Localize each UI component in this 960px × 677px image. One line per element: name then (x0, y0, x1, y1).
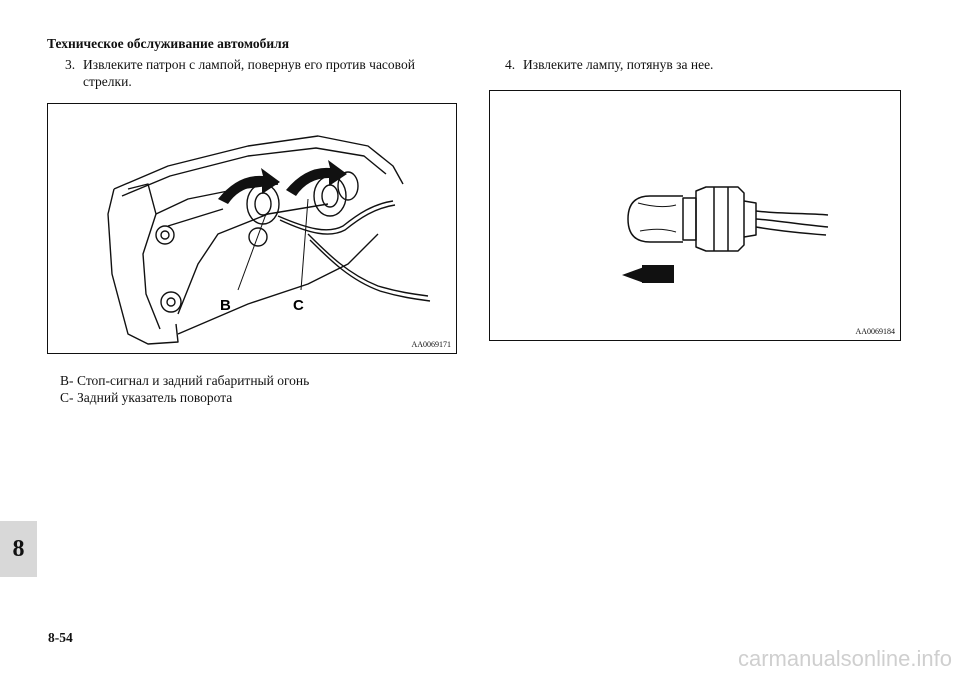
step-3: 3. Извлеките патрон с лампой, повернув ег… (65, 56, 445, 90)
page-header: Техническое обслуживание автомобиля (47, 36, 289, 51)
figure-bulb-removal: AA0069184 (489, 90, 901, 341)
label-b: B (220, 297, 231, 314)
callout-text: Задний указатель поворота (77, 390, 233, 405)
callout-text: Стоп-сигнал и задний габаритный огонь (77, 373, 310, 388)
page-number: 8-54 (48, 630, 73, 645)
callout-item: C-Задний указатель поворота (60, 389, 309, 406)
step-text-continued: стрелки. (83, 74, 132, 89)
callout-legend: B-Стоп-сигнал и задний габаритный огонь … (60, 372, 309, 406)
step-number: 4. (505, 57, 516, 72)
step-text: Извлеките патрон с лампой, повернув его … (83, 57, 415, 72)
figure-tail-lamp-sockets: B C AA0069171 (47, 103, 457, 354)
label-c: C (293, 297, 304, 314)
section-tab-number: 8 (12, 536, 25, 562)
callout-item: B-Стоп-сигнал и задний габаритный огонь (60, 372, 309, 389)
bulb-illustration (622, 186, 829, 283)
step-4: 4. Извлеките лампу, потянув за нее. (505, 56, 905, 73)
section-tab: 8 (0, 521, 37, 577)
watermark: carmanualsonline.info (737, 646, 952, 671)
callout-letter: B- (60, 373, 74, 388)
figure-code: AA0069184 (855, 327, 895, 336)
tail-lamp-illustration: B C (107, 135, 431, 345)
callout-letter: C- (60, 390, 74, 405)
figure-code: AA0069171 (411, 340, 451, 349)
step-number: 3. (65, 57, 76, 72)
step-text: Извлеките лампу, потянув за нее. (523, 57, 714, 72)
